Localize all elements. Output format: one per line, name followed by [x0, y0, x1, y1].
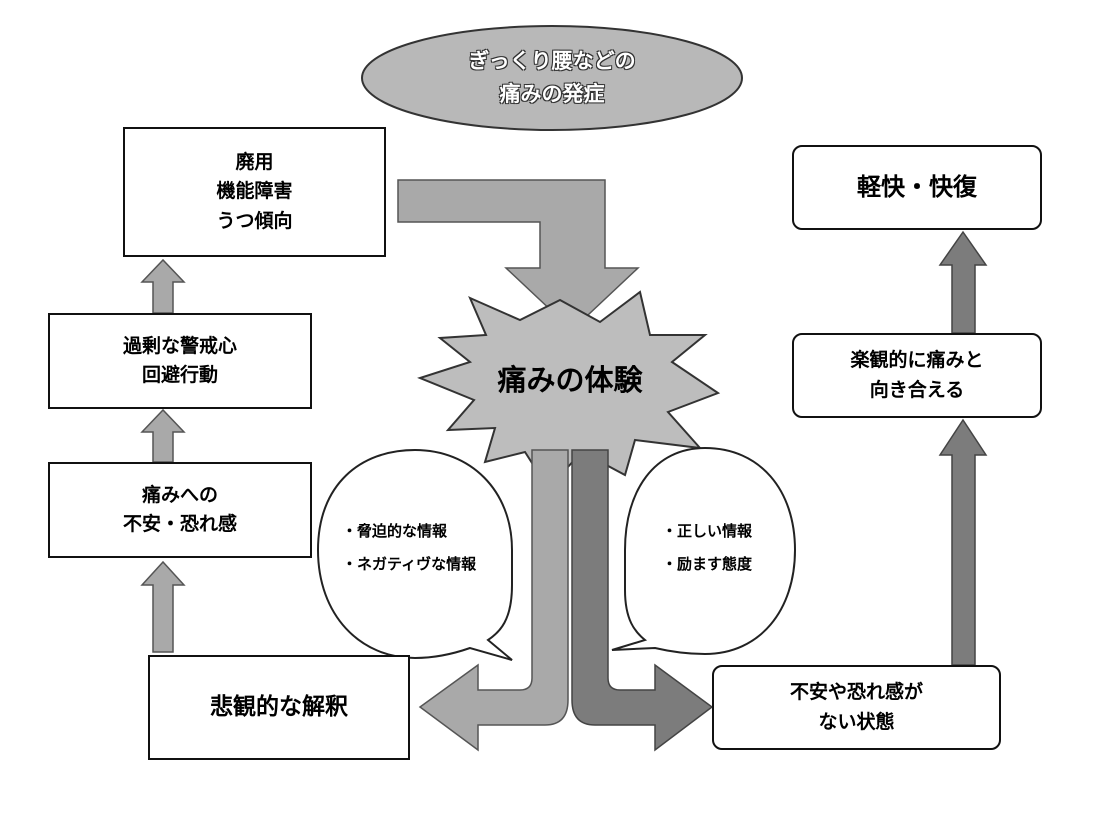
right-speech-bubble: [611, 446, 797, 656]
pessimistic-to-fear-arrow: [140, 560, 186, 653]
pain-experience-burst: [417, 290, 721, 490]
pain-experience-label: 痛みの体験: [497, 362, 643, 397]
fear-box: 痛みへの 不安・恐れ感: [48, 462, 312, 558]
pain-to-no-fear-arrow: [571, 449, 714, 752]
avoidance-to-disuse-arrow: [140, 258, 186, 314]
pain-to-pessimistic-arrow: [418, 449, 569, 752]
fear-to-avoidance-arrow: [140, 408, 186, 463]
no-fear-state-box: 不安や恐れ感が ない状態: [712, 665, 1001, 750]
pessimistic-interpretation-box: 悲観的な解釈: [148, 655, 410, 760]
left-speech-bubble: [316, 448, 513, 661]
onset-ellipse: [361, 25, 743, 131]
left-bubble-items: ・脅迫的な情報 ・ネガティヴな情報: [342, 515, 512, 581]
avoidance-box: 過剰な警戒心 回避行動: [48, 313, 312, 409]
onset-label: ぎっくり腰などの 痛みの発症: [468, 49, 636, 106]
left-bubble-item: ・脅迫的な情報: [342, 522, 448, 540]
recovery-box: 軽快・快復: [792, 145, 1042, 230]
left-bubble-item: ・ネガティヴな情報: [342, 555, 477, 573]
optimistic-to-recovery-arrow: [938, 230, 988, 334]
no-fear-to-optimistic-arrow: [938, 418, 988, 666]
disuse-to-pain-arrow: [397, 179, 640, 332]
right-bubble-items: ・正しい情報 ・励ます態度: [662, 515, 792, 581]
right-bubble-item: ・励ます態度: [662, 555, 753, 573]
optimistic-box: 楽観的に痛みと 向き合える: [792, 333, 1042, 418]
disuse-box: 廃用 機能障害 うつ傾向: [123, 127, 386, 257]
right-bubble-item: ・正しい情報: [662, 522, 753, 540]
